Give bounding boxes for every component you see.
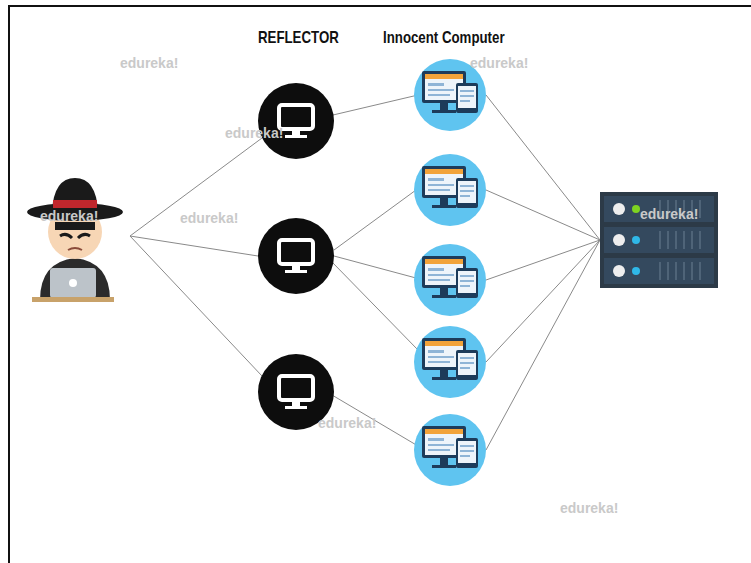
watermark: edureka! xyxy=(225,125,283,141)
column-heading: REFLECTOR xyxy=(258,28,339,48)
watermark: edureka! xyxy=(318,415,376,431)
watermark: edureka! xyxy=(120,55,178,71)
watermark: edureka! xyxy=(40,208,98,224)
watermark: edureka! xyxy=(470,55,528,71)
watermark: edureka! xyxy=(180,210,238,226)
watermark: edureka! xyxy=(640,206,698,222)
column-heading: Innocent Computer xyxy=(383,28,505,48)
watermark: edureka! xyxy=(560,500,618,516)
